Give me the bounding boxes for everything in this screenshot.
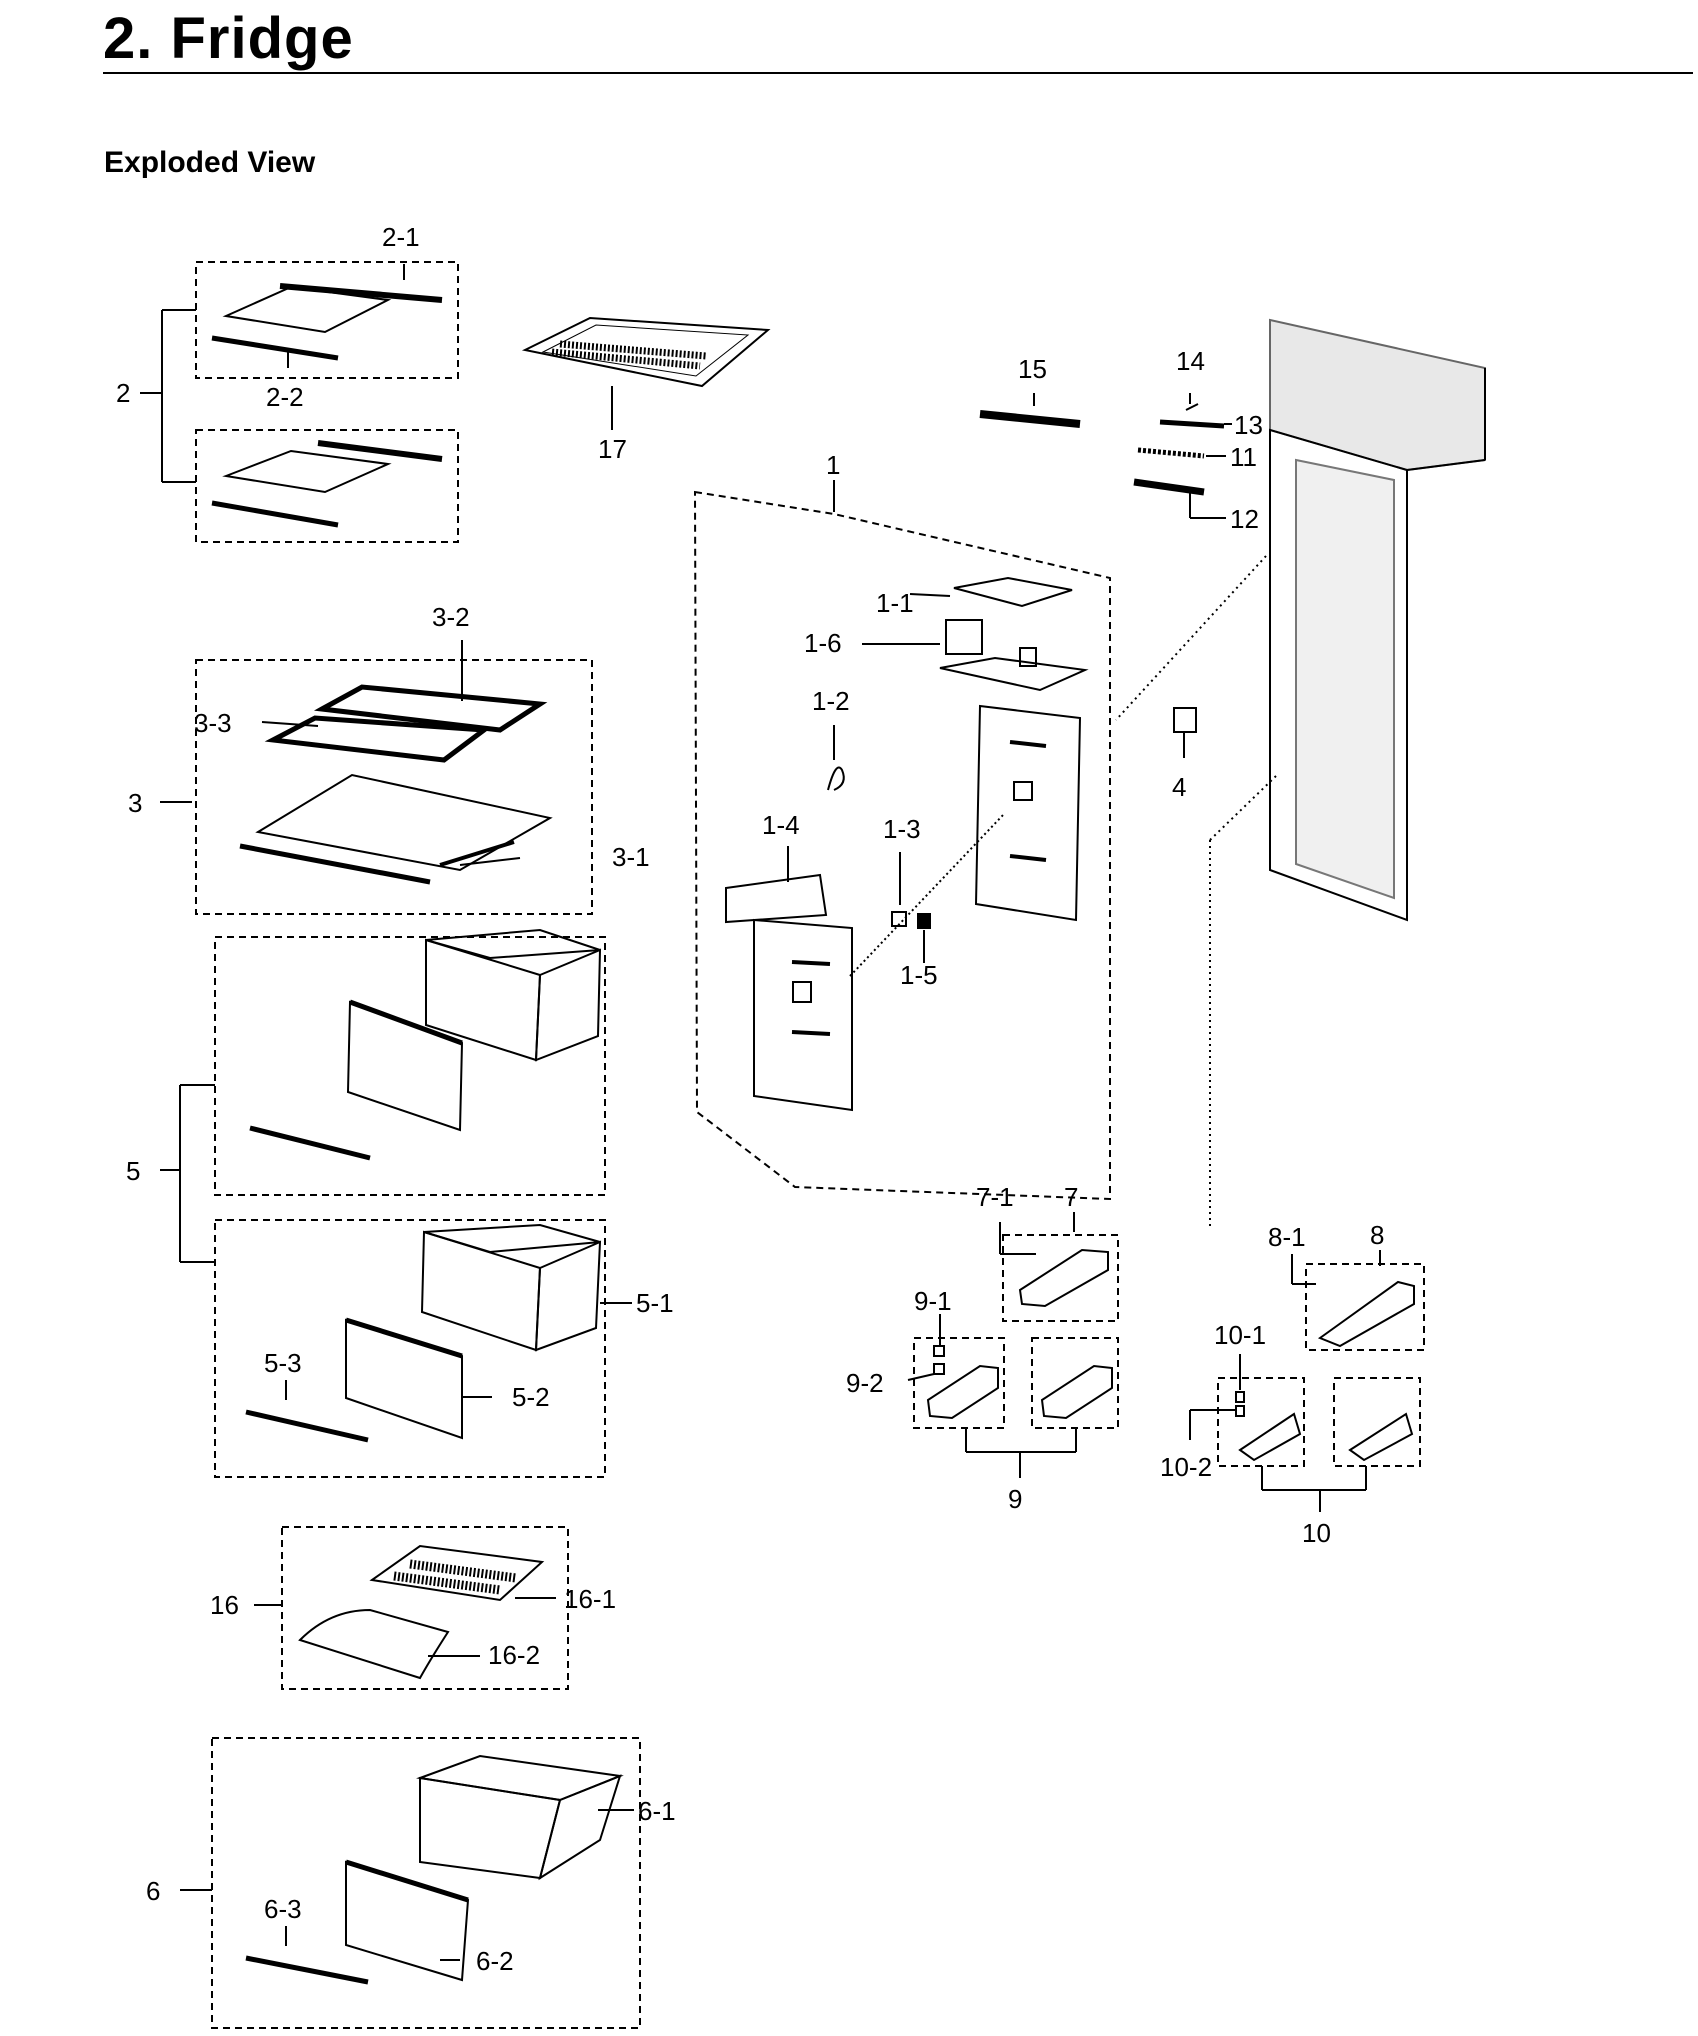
page-subtitle: Exploded View — [104, 146, 316, 179]
group-5-lower-box — [214, 1219, 606, 1478]
group-1-panel-assembly — [693, 480, 1111, 1201]
part-17-shelf — [521, 316, 771, 430]
group-3-shelf-assembly — [160, 640, 593, 915]
callout-3-1: 3-1 — [612, 842, 650, 872]
group-6-box — [211, 1737, 641, 2029]
callout-8-1: 8-1 — [1268, 1222, 1306, 1252]
callout-5-3: 5-3 — [264, 1348, 302, 1378]
callout-1: 1 — [826, 450, 840, 480]
group-2-lower-box — [195, 429, 459, 543]
group-2-upper-box — [195, 261, 459, 379]
callout-3: 3 — [128, 788, 142, 818]
callout-3-2: 3-2 — [432, 602, 470, 632]
callout-12: 12 — [1230, 504, 1259, 534]
callout-15: 15 — [1018, 354, 1047, 384]
callout-16-1: 16-1 — [564, 1584, 616, 1614]
shelf-glass-upper — [222, 285, 392, 334]
callout-2-2: 2-2 — [266, 382, 304, 412]
callout-3-3: 3-3 — [194, 708, 232, 738]
callout-5: 5 — [126, 1156, 140, 1186]
part-4 — [1173, 707, 1197, 758]
callout-2-1: 2-1 — [382, 222, 420, 252]
callout-1-1: 1-1 — [876, 588, 914, 618]
callout-7: 7 — [1064, 1182, 1078, 1212]
callout-1-3: 1-3 — [883, 814, 921, 844]
callout-8: 8 — [1370, 1220, 1384, 1250]
callout-5-2: 5-2 — [512, 1382, 550, 1412]
callout-7-1: 7-1 — [976, 1182, 1014, 1212]
callout-10-1: 10-1 — [1214, 1320, 1266, 1350]
group-5-drawers — [160, 928, 632, 1478]
callout-6-3: 6-3 — [264, 1894, 302, 1924]
callout-10: 10 — [1302, 1518, 1331, 1548]
callout-1-6: 1-6 — [804, 628, 842, 658]
callout-14: 14 — [1176, 346, 1205, 376]
callout-10-2: 10-2 — [1160, 1452, 1212, 1482]
callout-6: 6 — [146, 1876, 160, 1906]
callout-1-5: 1-5 — [900, 960, 938, 990]
group-5-upper-box — [214, 936, 606, 1196]
callout-16-2: 16-2 — [488, 1640, 540, 1670]
callout-1-2: 1-2 — [812, 686, 850, 716]
group-3-box — [195, 659, 593, 915]
callout-16: 16 — [210, 1590, 239, 1620]
group-1-boundary — [693, 490, 1111, 1201]
group-16-box — [281, 1526, 569, 1690]
callout-6-1: 6-1 — [638, 1796, 676, 1826]
callout-5-1: 5-1 — [636, 1288, 674, 1318]
group-16-tray — [254, 1526, 569, 1690]
shelf-glass-lower — [222, 449, 392, 494]
group-8-10-hinges — [1189, 1250, 1425, 1512]
callout-labels: 1 1-1 1-2 1-3 1-4 1-5 1-6 2 2-1 2-2 3 3-… — [116, 222, 1384, 1976]
group-2-shelves — [140, 261, 459, 543]
fridge-cabinet — [1115, 318, 1486, 1230]
callout-6-2: 6-2 — [476, 1946, 514, 1976]
callout-17: 17 — [598, 434, 627, 464]
callout-4: 4 — [1172, 772, 1186, 802]
callout-9: 9 — [1008, 1484, 1022, 1514]
group-6-crisper — [180, 1737, 641, 2029]
small-top-parts — [979, 393, 1232, 519]
callout-13: 13 — [1234, 410, 1263, 440]
group-7-9-hinges — [907, 1212, 1119, 1478]
callout-11: 11 — [1230, 442, 1257, 472]
callout-2: 2 — [116, 378, 130, 408]
callout-9-2: 9-2 — [846, 1368, 884, 1398]
callout-1-4: 1-4 — [762, 810, 800, 840]
callout-9-1: 9-1 — [914, 1286, 952, 1316]
page-title: 2. Fridge — [103, 6, 354, 71]
title-rule — [103, 72, 1693, 74]
